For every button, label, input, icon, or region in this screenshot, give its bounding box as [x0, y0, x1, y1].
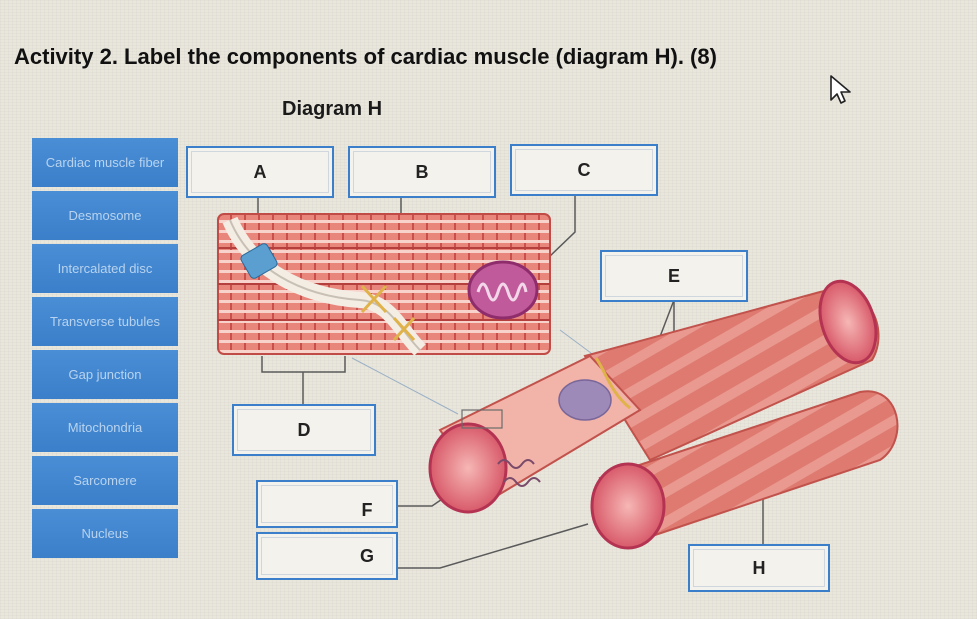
drop-zone-label: E: [667, 265, 680, 286]
drop-zone-h[interactable]: H: [688, 544, 830, 592]
drop-zone-d[interactable]: D: [232, 404, 376, 456]
bank-item-nucleus[interactable]: Nucleus: [32, 509, 178, 558]
bank-item-intercalated-disc[interactable]: Intercalated disc: [32, 244, 178, 293]
drop-zone-label: B: [415, 161, 429, 182]
drop-zone-b[interactable]: B: [348, 146, 496, 198]
cardiac-muscle-fiber-illustration: [428, 279, 899, 550]
drop-zone-label: H: [752, 557, 766, 578]
drop-zone-label: F: [361, 499, 373, 520]
drop-zone-label: D: [297, 419, 311, 440]
bank-item-cardiac-muscle-fiber[interactable]: Cardiac muscle fiber: [32, 138, 178, 187]
bank-item-mitochondria[interactable]: Mitochondria: [32, 403, 178, 452]
drop-zone-c[interactable]: C: [510, 144, 658, 196]
drop-zone-label: C: [577, 159, 591, 180]
drop-zone-a[interactable]: A: [186, 146, 334, 198]
word-bank: Cardiac muscle fiber Desmosome Intercala…: [32, 138, 178, 562]
drop-zone-f[interactable]: F: [256, 480, 398, 528]
bank-item-sarcomere[interactable]: Sarcomere: [32, 456, 178, 505]
magnified-myofibrils: [217, 213, 551, 356]
bank-item-gap-junction[interactable]: Gap junction: [32, 350, 178, 399]
bank-item-transverse-tubules[interactable]: Transverse tubules: [32, 297, 178, 346]
activity-title: Activity 2. Label the components of card…: [14, 44, 717, 69]
drop-zone-label: A: [253, 161, 267, 182]
bank-item-desmosome[interactable]: Desmosome: [32, 191, 178, 240]
mouse-pointer-icon: [830, 75, 851, 104]
drop-zone-g[interactable]: G: [256, 532, 398, 580]
drop-zone-e[interactable]: E: [600, 250, 748, 302]
drop-zone-label: G: [359, 545, 374, 566]
diagram-title: Diagram H: [282, 98, 383, 120]
